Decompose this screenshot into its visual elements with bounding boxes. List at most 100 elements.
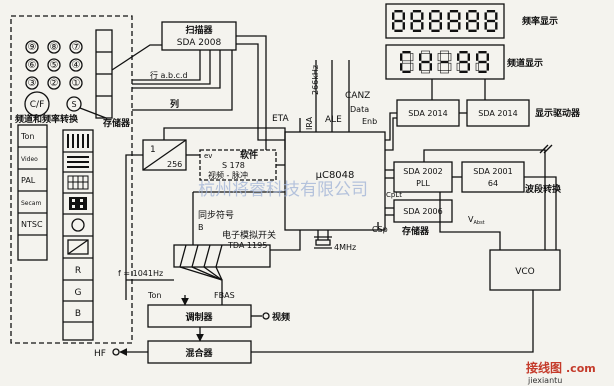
frequency-display-digits <box>392 10 498 32</box>
vco-box <box>489 249 561 291</box>
display-driver-label: 显示驱动器 <box>535 108 581 119</box>
digit-key-2[interactable]: ② <box>50 78 59 89</box>
crystal-icon <box>314 230 332 249</box>
freq-digit-2 <box>429 10 442 32</box>
store-label: 存储器 <box>402 225 430 237</box>
digit-key-5[interactable]: ⑤ <box>50 60 59 71</box>
scanner-part: SDA 2008 <box>177 38 222 48</box>
divider-bottom: 256 <box>167 160 182 169</box>
keypad-dashed-frame <box>10 15 133 344</box>
cf-key-label[interactable]: C/F <box>30 100 45 110</box>
channel-digit-1 <box>419 50 432 74</box>
ton-label: Ton <box>147 291 162 300</box>
digit-key-3[interactable]: ③ <box>28 78 37 89</box>
channel-digit-2 <box>437 50 452 74</box>
mcu-box <box>284 131 386 231</box>
analog-switch-title: 电子模拟开关 <box>222 229 276 241</box>
circle-pattern-icon <box>71 218 85 232</box>
signal-khz: 266kHz <box>311 65 320 95</box>
pattern-key-column <box>62 129 94 341</box>
watermark-company: 杭州将睿科技有限公司 <box>198 180 368 200</box>
diagonal-pattern-icon <box>67 239 89 255</box>
digit-key-8[interactable]: ⑧ <box>50 42 59 53</box>
color-key-b[interactable]: B <box>75 309 81 319</box>
channel-display-digits <box>400 50 489 74</box>
mode-key-secam[interactable]: Secam <box>21 200 41 207</box>
hf-output-terminal <box>112 348 120 356</box>
prescaler-ratio: 64 <box>488 179 498 188</box>
crystal-label: 4MHz <box>334 243 356 252</box>
hf-label: HF <box>94 349 106 359</box>
mode-key-video[interactable]: Video <box>21 156 38 163</box>
digit-key-7[interactable]: ⑦ <box>72 42 81 53</box>
frequency-display-frame <box>385 3 505 39</box>
freq-digit-0 <box>392 10 405 32</box>
digit-key-labels: ⑨ ⑧ ⑦ ⑥ ⑤ ④ ③ ② ① <box>28 42 81 89</box>
pll-label: PLL <box>416 179 430 188</box>
software-part: S 178 <box>222 161 245 170</box>
sync-label: 同步符号 <box>198 209 234 221</box>
band-switch-lines <box>423 149 546 250</box>
mode-key-pal[interactable]: PAL <box>21 176 36 185</box>
digit-key-9[interactable]: ⑨ <box>28 42 37 53</box>
digit-keys <box>25 40 83 90</box>
watermark-site-cn: 接线图 <box>526 360 562 375</box>
freq-1041-label: f = 1041Hz <box>118 269 163 278</box>
s-key-label[interactable]: S <box>71 100 76 109</box>
column-label: 列 <box>170 98 179 110</box>
mixer-label: 混合器 <box>185 347 213 359</box>
freq-digit-3 <box>447 10 461 32</box>
pll-part: SDA 2002 <box>403 167 442 176</box>
prescaler-part: SDA 2001 <box>473 167 512 176</box>
watermark-site-com: .com <box>566 362 596 375</box>
digit-key-1[interactable]: ① <box>72 78 81 89</box>
signal-data: Data <box>350 105 369 114</box>
divider-top: 1 <box>150 145 156 155</box>
cf-key-circle[interactable] <box>24 91 50 117</box>
column-line <box>132 50 233 111</box>
software-title: 软件 <box>240 149 258 161</box>
mode-key-ton[interactable]: Ton <box>20 132 35 141</box>
color-key-g[interactable]: G <box>75 288 82 298</box>
keypad-memory-label: 存储器 <box>103 117 131 129</box>
freq-digit-1 <box>410 10 424 32</box>
digit-key-6[interactable]: ⑥ <box>28 60 37 71</box>
signal-ira: IRA <box>305 116 314 130</box>
channel-digit-0 <box>400 51 414 73</box>
sync-b: B <box>198 223 204 232</box>
freq-digit-4 <box>466 10 479 32</box>
signal-enb: Enb <box>362 117 377 126</box>
signal-cplt: CpLt <box>386 191 402 199</box>
color-key-r[interactable]: R <box>75 266 81 276</box>
digit-key-4[interactable]: ④ <box>72 60 81 71</box>
vertical-bars-icon <box>67 134 89 148</box>
mcu-label: μC8048 <box>316 170 355 181</box>
channel-display-label: 频道显示 <box>507 57 543 69</box>
band-switch-label: 波段转换 <box>525 183 562 195</box>
keypad-panel <box>10 15 162 344</box>
software-prefix: ev <box>204 152 212 160</box>
watermark-site-url: jiexiantu <box>527 376 562 385</box>
scanner-to-mcu-line <box>236 35 267 150</box>
modulator-label: 调制器 <box>185 311 213 323</box>
color-key-labels: R G B <box>75 266 82 319</box>
keypad-to-scanner-line <box>111 44 162 71</box>
signal-csp: CSp <box>372 225 388 234</box>
channel-digit-4 <box>475 51 489 73</box>
vco-label: VCO <box>515 267 535 277</box>
frequency-display-label: 频率显示 <box>522 15 558 27</box>
s-key-circle[interactable] <box>66 96 82 112</box>
display-driver-2-part: SDA 2014 <box>478 109 517 118</box>
row-label: 行 a.b.c.d <box>150 70 188 80</box>
display-driver-1-part: SDA 2014 <box>408 109 447 118</box>
video-input-terminal <box>262 312 270 320</box>
freq-digit-5 <box>484 10 498 32</box>
analog-switch <box>173 244 271 305</box>
store-box <box>393 199 453 223</box>
s-key-leader-line <box>79 107 107 119</box>
mode-key-ntsc[interactable]: NTSC <box>21 220 43 229</box>
channel-display-frame <box>385 44 505 80</box>
signal-canz: CANZ <box>345 91 370 101</box>
dot-pattern-icon <box>69 197 87 210</box>
signal-ale: ALE <box>325 115 342 125</box>
